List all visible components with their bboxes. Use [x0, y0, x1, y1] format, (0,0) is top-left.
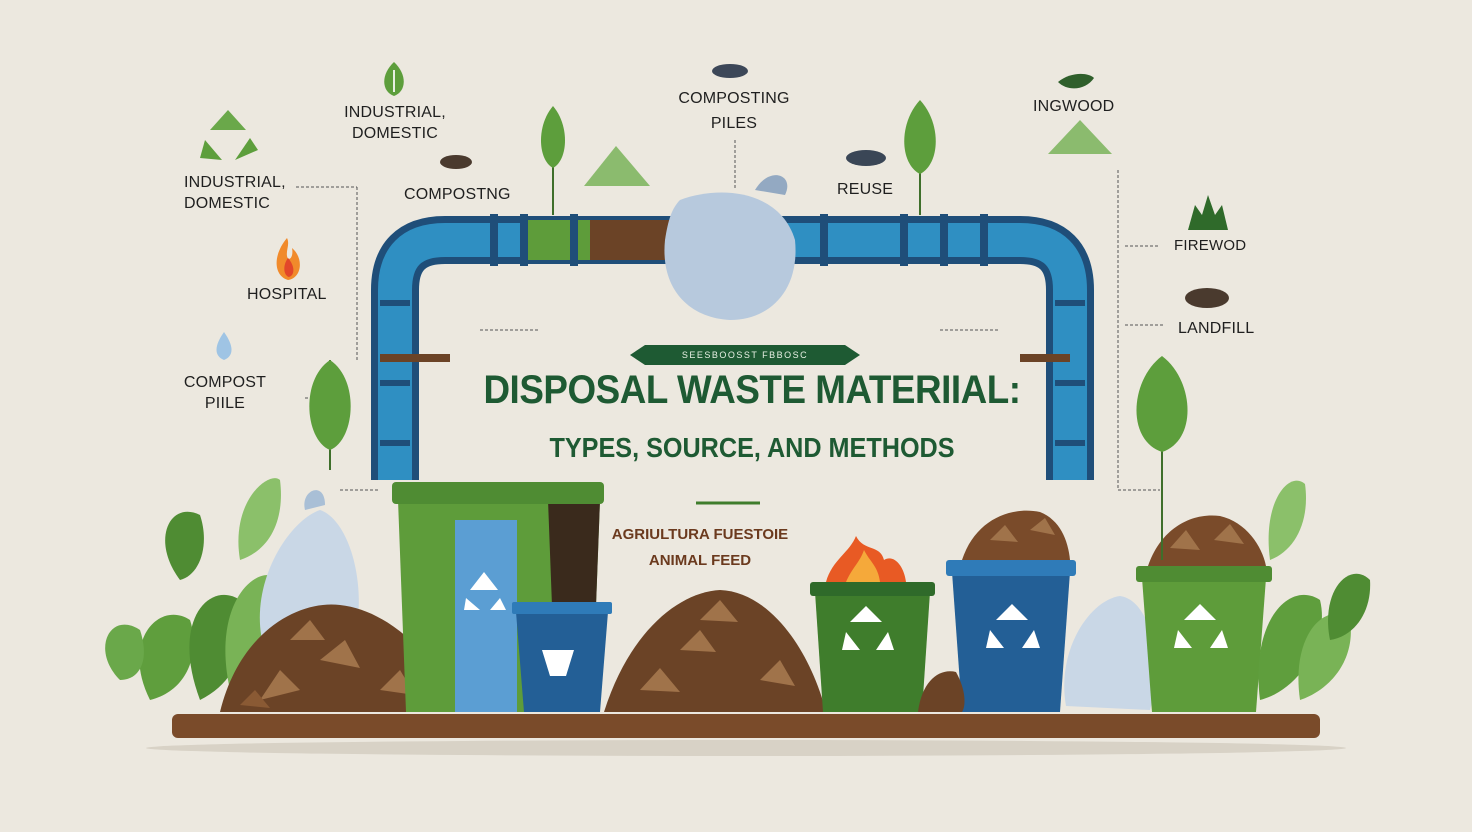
label-composting: COMPOSTNG [404, 186, 511, 203]
left-foliage [105, 478, 283, 700]
leaf-icon-ingwood [1058, 73, 1094, 89]
label-landfill: LANDFILL [1178, 320, 1255, 337]
title-ribbon [630, 345, 860, 365]
label-line: COMPOST [183, 374, 267, 391]
label-compost-pile: COMPOST PIILE [170, 372, 280, 414]
recycle-bin-small-blue-icon [512, 602, 612, 712]
recycle-bin-blue-icon [946, 510, 1076, 712]
page-title: DISPOSAL WASTE MATERIIAL: [483, 368, 1021, 412]
label-firewood: FIREWOD [1174, 237, 1247, 254]
ingwood-pile-icon [1048, 120, 1112, 154]
page-subtitle: TYPES, SOURCE, AND METHODS [549, 432, 955, 463]
caption-line: ANIMAL FEED [648, 552, 752, 569]
leaf-icon-top [384, 62, 404, 96]
center-sapling-right [904, 100, 936, 215]
trash-bag-right-icon [1064, 596, 1156, 710]
leader-lines [296, 140, 1165, 491]
tree-icon-firewood [1188, 195, 1228, 230]
left-sapling [309, 360, 351, 470]
label-reuse: REUSE [837, 181, 894, 198]
soil-pile-left [220, 604, 460, 712]
ribbon-text: SEESBOOSST FBBOSC [681, 350, 809, 360]
label-ingwood: INGWOOD [1033, 98, 1115, 115]
label-line: INDUSTRIAL, [344, 104, 446, 121]
dirt-icon-2 [712, 64, 748, 78]
trash-bag-top-icon [664, 175, 796, 320]
label-line: DOMESTIC [351, 125, 439, 142]
label-line: COMPOSTING [678, 90, 790, 107]
recycle-bin-right-icon [1136, 515, 1272, 712]
label-line: INDUSTRIAL, [184, 174, 286, 191]
label-line: DOMESTIC [184, 195, 271, 212]
flame-icon [276, 238, 300, 280]
label-industrial-domestic-left: INDUSTRIAL, DOMESTIC [184, 172, 314, 214]
label-industrial-domestic-top: INDUSTRIAL, DOMESTIC [330, 102, 460, 144]
label-hospital: HOSPITAL [247, 286, 327, 303]
soil-pile-middle [604, 590, 826, 712]
dirt-icon-3 [846, 150, 886, 166]
ground-shadow [146, 740, 1346, 756]
caption-line: AGRIULTURA FUESTOIE [611, 526, 789, 543]
water-drop-icon [216, 332, 232, 360]
dirt-icon-4 [1185, 288, 1229, 308]
label-line: PIILE [204, 395, 246, 412]
ground-strip [172, 714, 1320, 738]
recycle-icon-top [200, 110, 258, 160]
label-composting-piles: COMPOSTING PILES [664, 88, 804, 134]
dirt-icon-1 [440, 155, 472, 169]
soil-clump-small [918, 671, 965, 712]
caption: AGRIULTURA FUESTOIE ANIMAL FEED [560, 522, 840, 574]
right-sapling [1136, 356, 1188, 560]
recycle-bin-fire-icon [810, 536, 935, 712]
label-line: PILES [710, 115, 758, 132]
right-foliage [1258, 480, 1371, 700]
compost-pile-icon [584, 146, 650, 186]
center-sapling-left [540, 106, 566, 215]
